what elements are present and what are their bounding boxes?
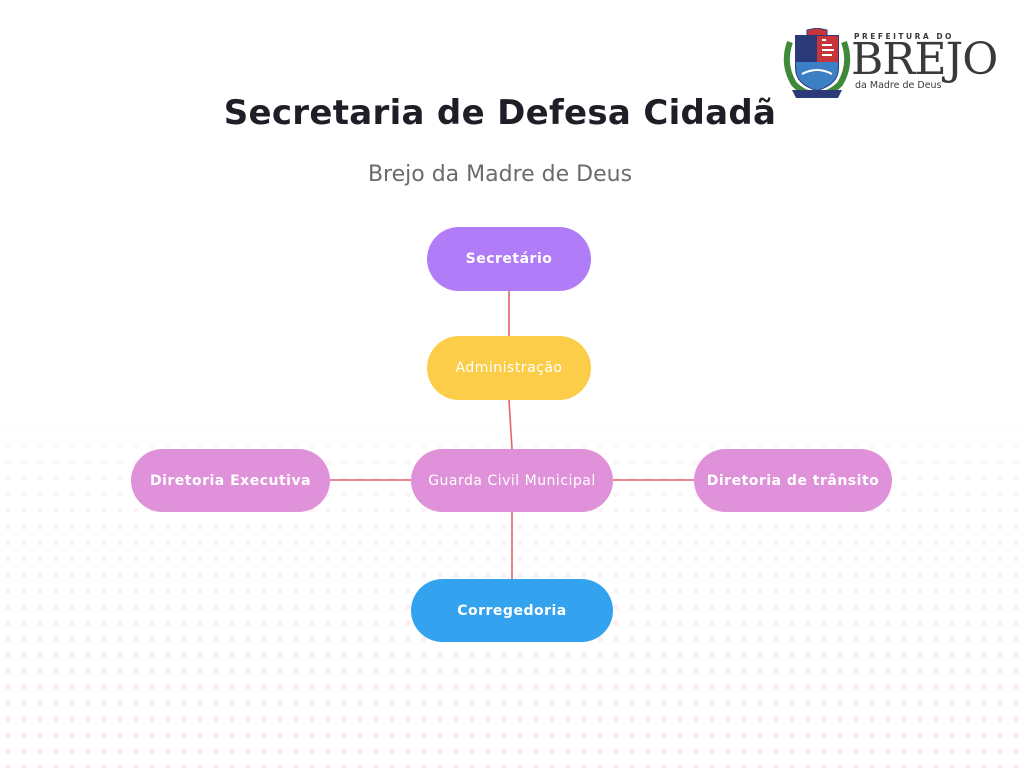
page-title: Secretaria de Defesa Cidadã (223, 93, 777, 133)
prefeitura-logo: PREFEITURA DO BREJO da Madre de Deus (782, 27, 998, 100)
node-diretoria-de-transito: Diretoria de trânsito (694, 449, 892, 512)
node-diretoria-transito-label: Diretoria de trânsito (706, 472, 880, 489)
node-secretario-label: Secretário (465, 251, 553, 267)
logo-main-text: BREJO (851, 34, 998, 85)
node-guarda-label: Guarda Civil Municipal (428, 472, 596, 489)
node-administracao-label: Administração (455, 360, 563, 376)
node-diretoria-executiva: Diretoria Executiva (131, 449, 330, 512)
logo-sub-text: da Madre de Deus (855, 80, 942, 91)
node-guarda-civil-municipal: Guarda Civil Municipal (411, 449, 613, 512)
page-subtitle: Brejo da Madre de Deus (367, 162, 633, 187)
node-secretario: Secretário (427, 227, 591, 291)
node-corregedoria-label: Corregedoria (457, 602, 567, 619)
coat-of-arms-icon (783, 27, 851, 98)
connector-administracao-guarda (508, 399, 513, 450)
logo-top-text: PREFEITURA DO (854, 32, 954, 41)
node-corregedoria: Corregedoria (411, 579, 613, 642)
node-diretoria-executiva-label: Diretoria Executiva (149, 472, 312, 489)
node-administracao: Administração (427, 336, 591, 400)
